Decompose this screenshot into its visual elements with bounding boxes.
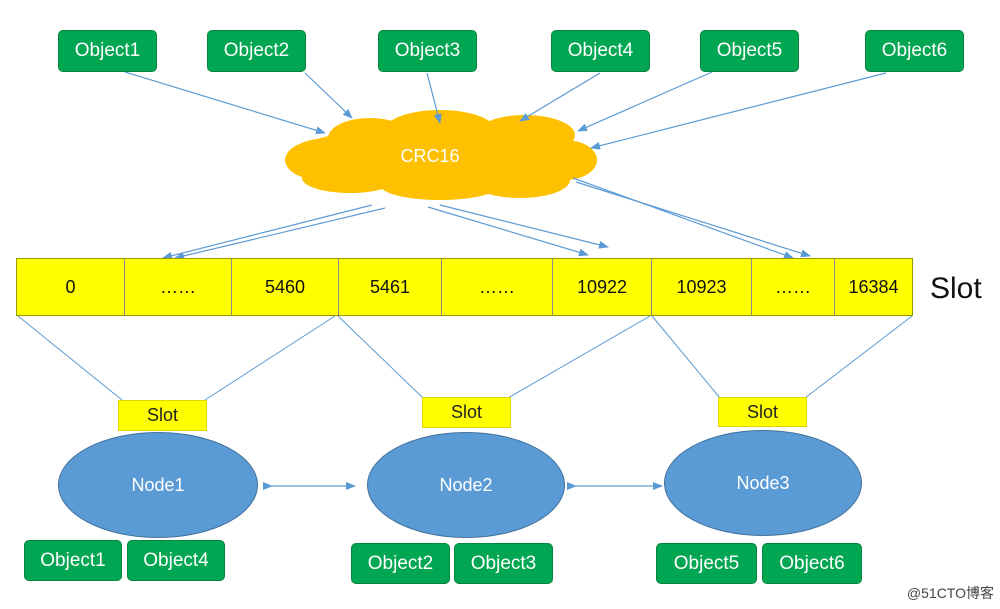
- slot-range-lines: [17, 315, 913, 401]
- slot-cell: 16384: [834, 259, 912, 315]
- slot-cell: 10923: [651, 259, 751, 315]
- object4-box-top: Object4: [551, 30, 650, 72]
- node3-slot-label: Slot: [718, 397, 807, 427]
- node1-ellipse: Node1: [58, 432, 258, 538]
- crc16-label: CRC16: [400, 146, 460, 166]
- node3-ellipse: Node3: [664, 430, 862, 536]
- slot-bar: 0 …… 5460 5461 …… 10922 10923 …… 16384: [16, 258, 913, 316]
- node1-object1-box: Object1: [24, 540, 122, 581]
- object3-box-top: Object3: [378, 30, 477, 72]
- slot-cell: ……: [124, 259, 231, 315]
- slot-cell: ……: [441, 259, 552, 315]
- node2-ellipse: Node2: [367, 432, 565, 538]
- hash-to-slot-arrows: [162, 177, 811, 260]
- object-to-hash-arrows: [124, 71, 887, 150]
- node3-object5-box: Object5: [656, 543, 757, 584]
- node2-slot-label: Slot: [422, 397, 511, 428]
- object5-box-top: Object5: [700, 30, 799, 72]
- slot-cell: 5461: [338, 259, 441, 315]
- object1-box-top: Object1: [58, 30, 157, 72]
- node1-slot-label: Slot: [118, 400, 207, 431]
- watermark: @51CTO博客: [906, 585, 994, 601]
- node1-object4-box: Object4: [127, 540, 225, 581]
- slot-cell: 10922: [552, 259, 651, 315]
- node3-object6-box: Object6: [762, 543, 862, 584]
- slot-cell: 5460: [231, 259, 338, 315]
- crc16-cloud: [285, 110, 597, 200]
- slot-cell: ……: [751, 259, 834, 315]
- object6-box-top: Object6: [865, 30, 964, 72]
- slot-title: Slot: [930, 272, 982, 305]
- node2-object2-box: Object2: [351, 543, 450, 584]
- slot-cell: 0: [65, 276, 76, 297]
- node2-object3-box: Object3: [454, 543, 553, 584]
- object2-box-top: Object2: [207, 30, 306, 72]
